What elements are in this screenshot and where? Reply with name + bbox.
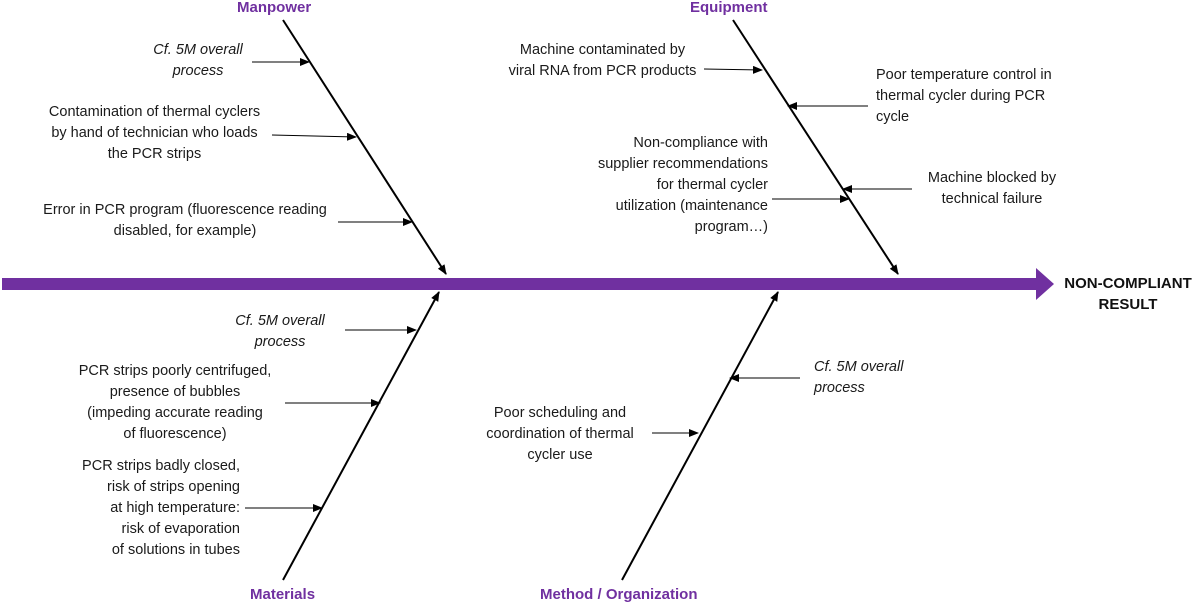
bone-materials [282,291,440,581]
cause-method-1: Cf. 5M overall process [814,359,904,396]
category-materials-label: Materials [250,586,316,603]
effect-label: NON-COMPLIANT RESULT [1064,275,1192,313]
cause-method-2: Poor scheduling and coordination of ther… [486,405,634,463]
cause-equipment-4: Machine blocked by technical failure [927,170,1057,207]
cause-materials-2: PCR strips poorly centrifuged, presence … [78,363,272,442]
category-equipment-label: Equipment [690,0,768,16]
bone-manpower [282,19,447,275]
spine-arrowhead [1036,268,1054,300]
arrow-manpower-2 [271,132,357,141]
cause-manpower-1: Cf. 5M overall process [153,42,243,79]
cause-equipment-2: Poor temperature control in thermal cycl… [876,67,1052,125]
cause-materials-3: PCR strips badly closed, risk of strips … [82,458,240,558]
arrow-equipment-1 [703,65,763,74]
cause-manpower-3: Error in PCR program (fluorescence readi… [43,202,327,239]
cause-manpower-2: Contamination of thermal cyclers by hand… [48,104,261,162]
cause-materials-1: Cf. 5M overall process [235,313,325,350]
category-manpower-label: Manpower [237,0,312,16]
spine [2,278,1038,290]
bone-method [621,291,779,581]
cause-equipment-1: Machine contaminated by viral RNA from P… [508,42,697,79]
bone-equipment [732,19,899,275]
cause-equipment-3: Non-compliance with supplier recommendat… [597,135,768,235]
category-method-label: Method / Organization [540,586,698,603]
